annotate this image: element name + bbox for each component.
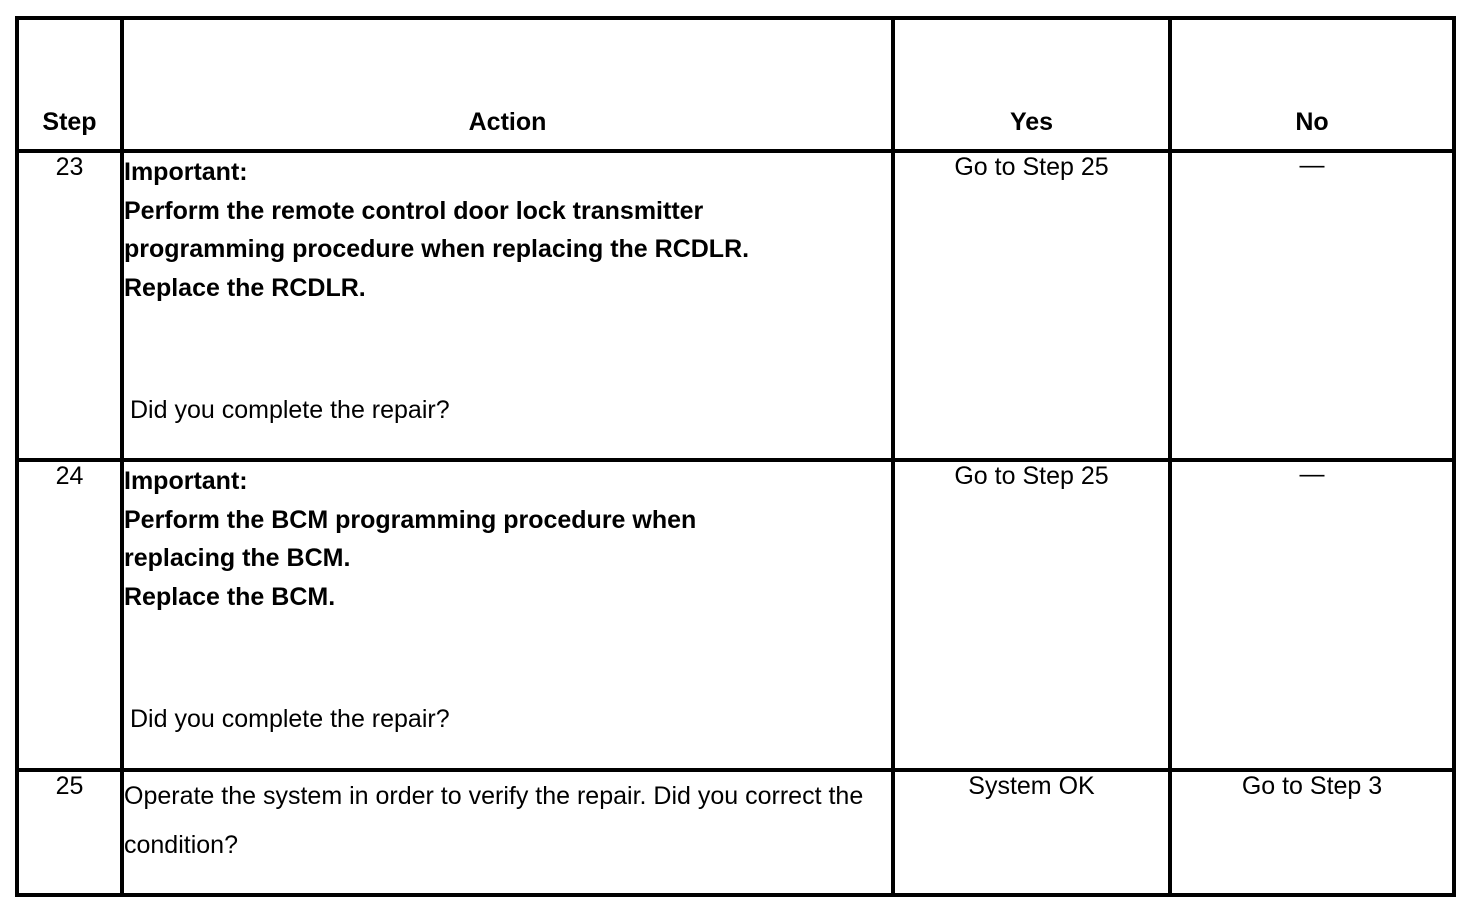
yes-answer-text: Go to Step 25 xyxy=(954,153,1109,181)
header-cell-no: No xyxy=(1168,16,1456,153)
action-spacer xyxy=(124,307,891,391)
table-row: 24 Important: Perform the BCM programmin… xyxy=(15,458,1456,772)
no-answer-cell: — xyxy=(1168,149,1456,462)
action-cell: Operate the system in order to verify th… xyxy=(120,768,895,897)
action-cell: Important: Perform the remote control do… xyxy=(120,149,895,462)
column-header-step: Step xyxy=(42,108,97,136)
no-answer-text: — xyxy=(1299,460,1325,488)
no-answer-text: — xyxy=(1299,151,1325,179)
action-spacer xyxy=(124,616,891,700)
table-header-row: Step Action Yes No xyxy=(15,16,1456,153)
header-cell-step: Step xyxy=(15,16,124,153)
header-cell-action: Action xyxy=(120,16,895,153)
header-cell-yes: Yes xyxy=(891,16,1172,153)
action-question-text: Did you complete the repair? xyxy=(130,705,450,733)
step-number-cell: 24 xyxy=(15,458,124,772)
table-row: 25 Operate the system in order to verify… xyxy=(15,768,1456,897)
step-number-cell: 25 xyxy=(15,768,124,897)
column-header-yes: Yes xyxy=(1009,108,1054,136)
no-answer-text: Go to Step 3 xyxy=(1241,772,1383,800)
action-cell: Important: Perform the BCM programming p… xyxy=(120,458,895,772)
action-text: Operate the system in order to verify th… xyxy=(124,782,864,859)
column-header-no: No xyxy=(1295,108,1329,136)
table-row: 23 Important: Perform the remote control… xyxy=(15,149,1456,462)
column-header-action: Action xyxy=(468,108,547,136)
action-important-text: Important: Perform the remote control do… xyxy=(124,158,750,302)
yes-answer-text: Go to Step 25 xyxy=(954,462,1109,490)
yes-answer-cell: Go to Step 25 xyxy=(891,458,1172,772)
action-question-text: Did you complete the repair? xyxy=(130,396,450,424)
yes-answer-cell: System OK xyxy=(891,768,1172,897)
yes-answer-cell: Go to Step 25 xyxy=(891,149,1172,462)
diagnostic-procedure-table: Step Action Yes No 23 Important: Perform… xyxy=(15,16,1456,897)
yes-answer-text: System OK xyxy=(968,772,1095,800)
no-answer-cell: — xyxy=(1168,458,1456,772)
no-answer-cell: Go to Step 3 xyxy=(1168,768,1456,897)
step-number-cell: 23 xyxy=(15,149,124,462)
action-important-text: Important: Perform the BCM programming p… xyxy=(124,467,697,611)
